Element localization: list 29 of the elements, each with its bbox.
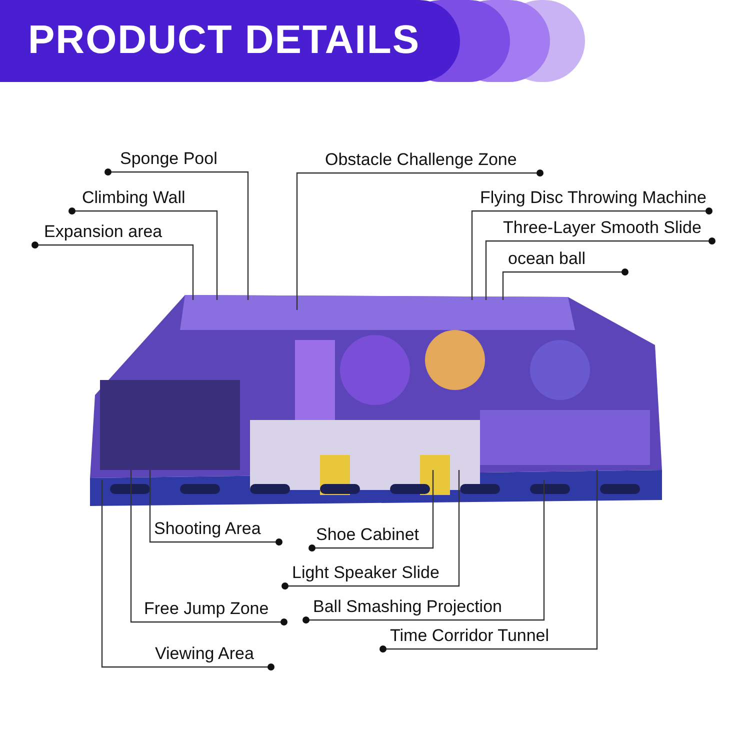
part-label: Flying Disc Throwing Machine [480,188,706,208]
leader-line [308,470,434,552]
leader-line [485,238,716,300]
part-label: ocean ball [508,249,586,269]
leader-line [380,470,598,652]
part-label: Obstacle Challenge Zone [325,150,517,170]
leader-line [130,470,288,626]
leader-line [471,208,712,300]
leader-line [282,470,460,590]
part-label: Shoe Cabinet [316,525,420,545]
part-label: Free Jump Zone [144,599,269,619]
part-label: Ball Smashing Projection [313,597,502,617]
part-label: Time Corridor Tunnel [390,626,550,646]
leader-line [68,208,218,300]
leader-line [101,480,274,670]
leader-line [502,268,628,300]
part-label: Viewing Area [155,644,254,664]
part-label: Sponge Pool [120,149,218,169]
leader-line [149,470,282,546]
leader-line [104,168,249,300]
page-title: PRODUCT DETAILS [28,18,420,63]
part-label: Light Speaker Slide [292,563,440,583]
leader-line [296,170,544,310]
part-label: Expansion area [44,222,162,242]
part-label: Shooting Area [154,519,261,539]
leader-line [32,242,194,300]
part-label: Climbing Wall [82,188,186,208]
leader-line [302,480,545,624]
part-label: Three-Layer Smooth Slide [503,218,702,238]
